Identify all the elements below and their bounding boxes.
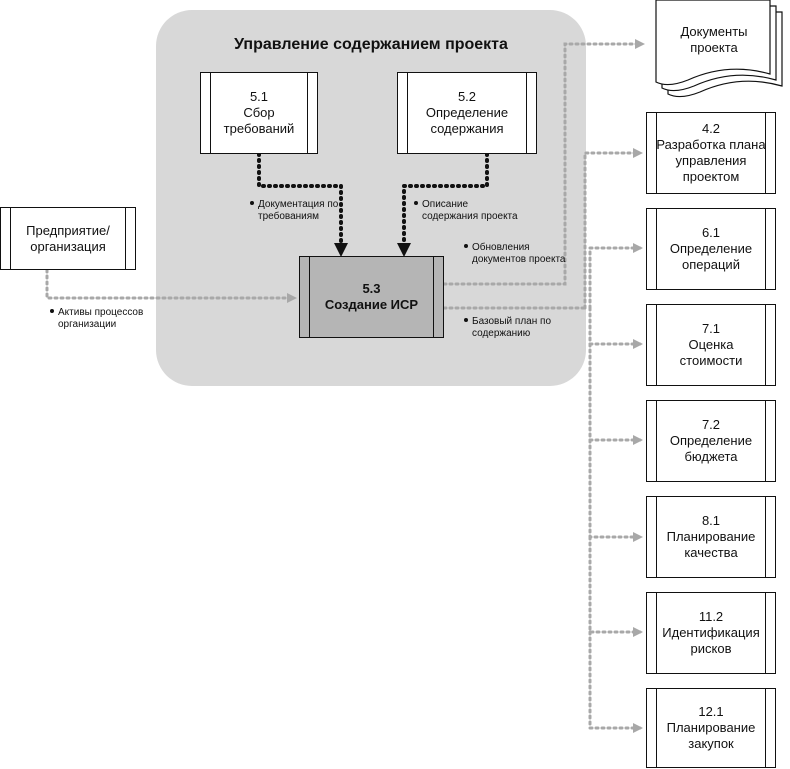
label-process-assets-line2: организации: [58, 319, 117, 330]
output-12-1-line1: Планирование: [666, 720, 756, 735]
documents-line1: Документы: [680, 24, 748, 39]
output-7-2-line1: Определение: [669, 433, 753, 448]
label-document-updates: Обновления документов проекта: [464, 242, 565, 266]
output-process-7-1: 7.1 Оценка стоимости: [646, 304, 776, 386]
output-bus-vertical: [583, 148, 643, 310]
output-4-2-id: 4.2: [701, 121, 721, 136]
label-requirements-docs-line1: Документация по: [258, 199, 339, 210]
output-process-4-2: 4.2 Разработка плана управления проектом: [646, 112, 776, 194]
documents-icon: [655, 0, 783, 98]
process-5-2-id: 5.2: [457, 89, 477, 104]
output-12-1-id: 12.1: [698, 704, 724, 719]
label-document-updates-line2: документов проекта: [472, 254, 566, 265]
output-11-2-line2: рисков: [690, 641, 732, 656]
flow-to-7-1: [588, 306, 643, 349]
process-5-1-line2: требований: [223, 121, 295, 136]
flow-to-8-1: [588, 438, 643, 542]
process-5-2-line1: Определение: [425, 105, 509, 120]
output-6-1-line2: операций: [682, 257, 740, 272]
output-4-2-line1: Разработка плана: [656, 137, 766, 152]
output-8-1-line1: Планирование: [666, 529, 756, 544]
output-7-1-id: 7.1: [701, 321, 721, 336]
output-11-2-id: 11.2: [698, 609, 724, 624]
flow-to-6-1: [588, 243, 643, 310]
label-process-assets-line1: Активы процессов: [58, 307, 144, 318]
flow-to-11-2: [588, 535, 643, 637]
process-5-2: 5.2 Определение содержания: [397, 72, 537, 154]
output-4-2-line2: управления: [675, 153, 747, 168]
output-process-7-2: 7.2 Определение бюджета: [646, 400, 776, 482]
bullet-icon: [414, 201, 418, 206]
flow-to-7-2: [588, 342, 643, 445]
output-7-2-id: 7.2: [701, 417, 721, 432]
label-process-assets: Активы процессов организации: [50, 307, 143, 331]
process-5-3-id: 5.3: [362, 281, 381, 296]
output-7-2-line2: бюджета: [684, 449, 738, 464]
bullet-icon: [250, 201, 254, 206]
label-document-updates-line1: Обновления: [472, 242, 530, 253]
flow-assets-to-5-3: [45, 268, 297, 303]
flow-updates-to-docs: [442, 39, 645, 286]
output-process-12-1: 12.1 Планирование закупок: [646, 688, 776, 768]
documents-label: Документы проекта: [660, 24, 768, 56]
label-requirements-docs-line2: требованиям: [258, 211, 320, 222]
flow-scope-to-5-3: [397, 152, 489, 257]
label-scope-baseline-line2: содержанию: [472, 328, 531, 339]
output-12-1-line2: закупок: [688, 736, 734, 751]
enterprise-line1: Предприятие/: [26, 222, 110, 238]
bullet-icon: [464, 244, 468, 249]
label-scope-baseline: Базовый план по содержанию: [464, 316, 551, 340]
output-7-1-line1: Оценка: [688, 337, 734, 352]
output-8-1-id: 8.1: [701, 513, 721, 528]
flow-to-12-1: [588, 630, 643, 733]
output-4-2-line3: проектом: [682, 169, 740, 184]
output-6-1-id: 6.1: [701, 225, 721, 240]
output-process-11-2: 11.2 Идентификация рисков: [646, 592, 776, 674]
label-scope-statement-line2: содержания проекта: [422, 211, 518, 222]
output-11-2-line1: Идентификация: [662, 625, 760, 640]
region-title: Управление содержанием проекта: [234, 36, 508, 53]
enterprise-line2: организация: [30, 238, 106, 254]
process-5-1: 5.1 Сбор требований: [200, 72, 318, 154]
output-8-1-line2: качества: [684, 545, 738, 560]
bullet-icon: [50, 309, 54, 314]
label-scope-statement: Описание содержания проекта: [414, 199, 518, 223]
output-6-1-line1: Определение: [669, 241, 753, 256]
label-scope-statement-line1: Описание: [422, 199, 469, 210]
output-7-1-line2: стоимости: [679, 353, 743, 368]
process-5-1-id: 5.1: [249, 89, 269, 104]
label-scope-baseline-line1: Базовый план по: [472, 316, 551, 327]
documents-line2: проекта: [690, 40, 738, 55]
output-process-8-1: 8.1 Планирование качества: [646, 496, 776, 578]
bullet-icon: [464, 318, 468, 323]
process-5-1-line1: Сбор: [243, 105, 275, 120]
output-process-6-1: 6.1 Определение операций: [646, 208, 776, 290]
process-5-2-line2: содержания: [430, 121, 504, 136]
label-requirements-docs: Документация по требованиям: [250, 199, 338, 223]
process-5-3-name: Создание ИСР: [324, 297, 419, 312]
flow-req-to-5-3: [257, 152, 348, 257]
enterprise-box: Предприятие/ организация: [0, 207, 136, 270]
process-5-3: 5.3 Создание ИСР: [299, 256, 444, 338]
